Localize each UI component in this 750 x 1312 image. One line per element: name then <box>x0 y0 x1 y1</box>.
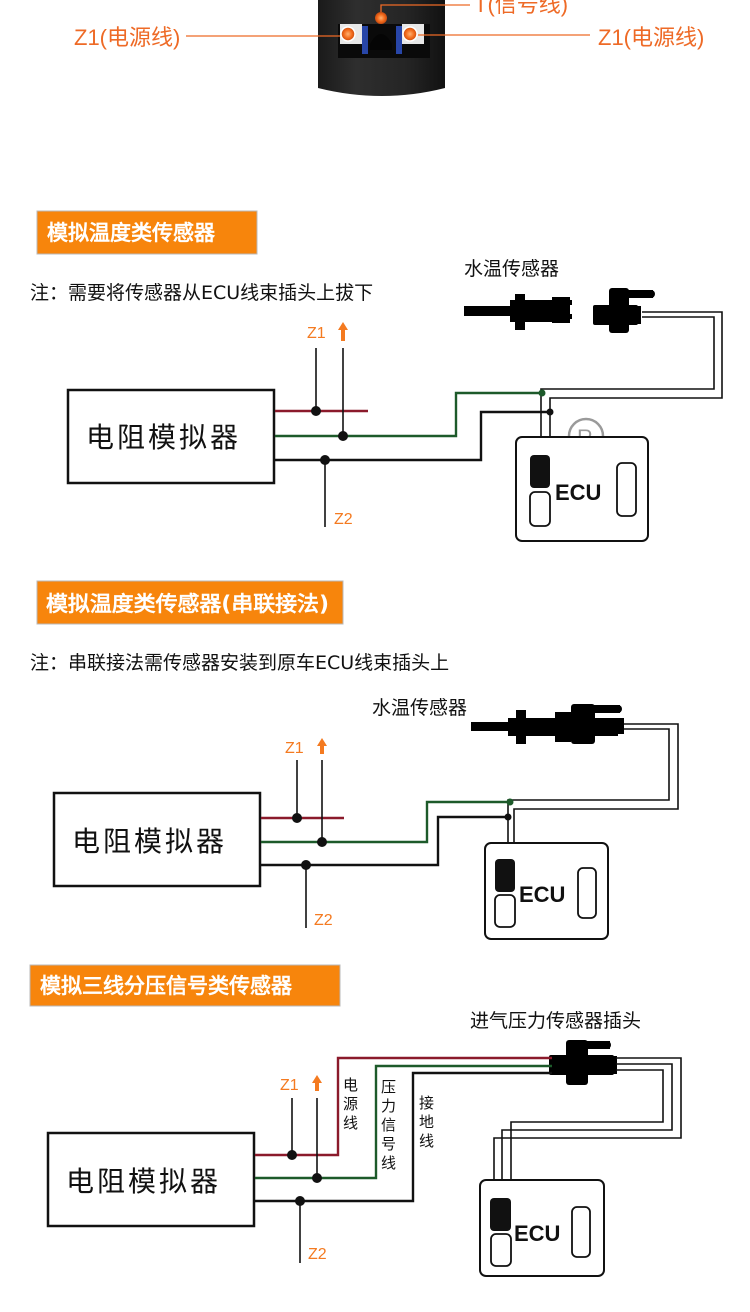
ground-wire-label: 接 地 线 <box>419 1094 434 1150</box>
section-1-harness <box>540 311 723 454</box>
section-3-ecu-label: ECU <box>514 1221 560 1246</box>
section-2-signal-wire <box>261 800 508 844</box>
section-1-banner <box>36 210 258 255</box>
svg-text:压: 压 <box>381 1078 396 1096</box>
junction-dot <box>317 837 327 847</box>
section-1-z2-label: Z2 <box>334 511 353 528</box>
ecu-harness-plug-icon <box>593 288 655 333</box>
section-3-sensor-label: 进气压力传感器插头 <box>470 1010 641 1032</box>
intake-pressure-plug-icon <box>549 1040 617 1085</box>
svg-text:线: 线 <box>381 1154 396 1172</box>
section-3-title: 模拟三线分压信号类传感器 <box>40 974 293 998</box>
callout-right-power: Z1(电源线) <box>598 25 704 50</box>
ecu-connector-icon <box>490 1198 511 1231</box>
junction-dot <box>538 389 546 397</box>
section-2-simulator-box <box>52 791 262 888</box>
section-2: 模拟温度类传感器(串联接法) 注：串联接法需传感器安装到原车ECU线束插头上 水… <box>30 580 679 940</box>
svg-text:信: 信 <box>381 1116 396 1134</box>
section-1-z1-label: Z1 <box>307 325 326 342</box>
svg-text:地: 地 <box>419 1113 434 1131</box>
section-3-ground-wire <box>255 1071 552 1203</box>
svg-text:号: 号 <box>381 1135 396 1153</box>
z1-arrow-icon <box>317 738 327 754</box>
svg-text:电: 电 <box>343 1076 358 1094</box>
section-3-simulator-box <box>46 1131 256 1228</box>
section-2-ground-wire <box>261 815 508 867</box>
section-3-signal-wire <box>255 1064 552 1180</box>
section-2-sensor-label: 水温传感器 <box>372 697 467 719</box>
junction-dot <box>295 1196 305 1206</box>
section-1-simulator-label: 电阻模拟器 <box>86 421 241 454</box>
junction-dot <box>320 455 330 465</box>
section-2-z2-label: Z2 <box>314 912 333 929</box>
section-1-ground-wire <box>275 410 550 462</box>
section-3-z1-label: Z1 <box>280 1077 299 1094</box>
junction-dot <box>504 813 512 821</box>
section-3: 模拟三线分压信号类传感器 进气压力传感器插头 电阻模拟器 Z1 Z2 <box>29 964 682 1277</box>
section-1-signal-wire <box>275 391 542 438</box>
section-1: 模拟温度类传感器 注：需要将传感器从ECU线束插头上拔下 水温传感器 电阻模拟器 <box>30 210 723 542</box>
callout-left-power: Z1(电源线) <box>74 25 180 50</box>
junction-dot <box>546 408 554 416</box>
ecu-connector-icon <box>495 859 515 892</box>
junction-dot <box>301 860 311 870</box>
svg-text:源: 源 <box>343 1095 358 1113</box>
power-wire-label: 电 源 线 <box>343 1076 358 1132</box>
svg-text:接: 接 <box>419 1094 434 1112</box>
section-3-z2-label: Z2 <box>308 1246 327 1263</box>
callout-lines <box>186 4 590 37</box>
signal-wire-label: 压 力 信 号 线 <box>381 1078 396 1172</box>
section-2-ecu-label: ECU <box>519 882 565 907</box>
section-1-simulator-box <box>66 388 276 485</box>
section-2-simulator-label: 电阻模拟器 <box>72 825 227 858</box>
svg-text:线: 线 <box>419 1132 434 1150</box>
callout-top-signal: T(信号线) <box>474 0 568 17</box>
section-2-title: 模拟温度类传感器(串联接法) <box>46 592 329 616</box>
section-2-banner <box>36 580 344 625</box>
junction-dot <box>338 431 348 441</box>
right-pin-dot <box>402 26 418 42</box>
junction-dot <box>506 798 514 806</box>
connector-photo <box>318 0 445 96</box>
water-temp-sensor-icon <box>464 294 572 330</box>
ecu-connector-icon <box>530 455 550 488</box>
section-2-harness <box>507 723 679 861</box>
section-1-title: 模拟温度类传感器 <box>47 221 216 245</box>
section-1-note: 注：需要将传感器从ECU线束插头上拔下 <box>30 282 373 304</box>
junction-dot <box>287 1150 297 1160</box>
section-1-sensor-label: 水温传感器 <box>464 258 559 280</box>
junction-dot <box>311 406 321 416</box>
section-2-note: 注：串联接法需传感器安装到原车ECU线束插头上 <box>30 652 449 674</box>
section-1-ecu-label: ECU <box>555 480 601 505</box>
section-3-banner <box>29 964 341 1007</box>
section-3-simulator-label: 电阻模拟器 <box>66 1165 221 1198</box>
svg-text:线: 线 <box>343 1114 358 1132</box>
svg-text:力: 力 <box>381 1097 396 1115</box>
z1-arrow-icon <box>338 322 348 341</box>
left-pin-dot <box>340 26 356 42</box>
section-3-harness <box>493 1057 682 1192</box>
section-2-z1-label: Z1 <box>285 740 304 757</box>
top-pin-dot <box>375 12 387 24</box>
z1-arrow-icon <box>312 1075 322 1091</box>
junction-dot <box>292 813 302 823</box>
water-temp-sensor-icon <box>471 704 624 744</box>
junction-dot <box>312 1173 322 1183</box>
